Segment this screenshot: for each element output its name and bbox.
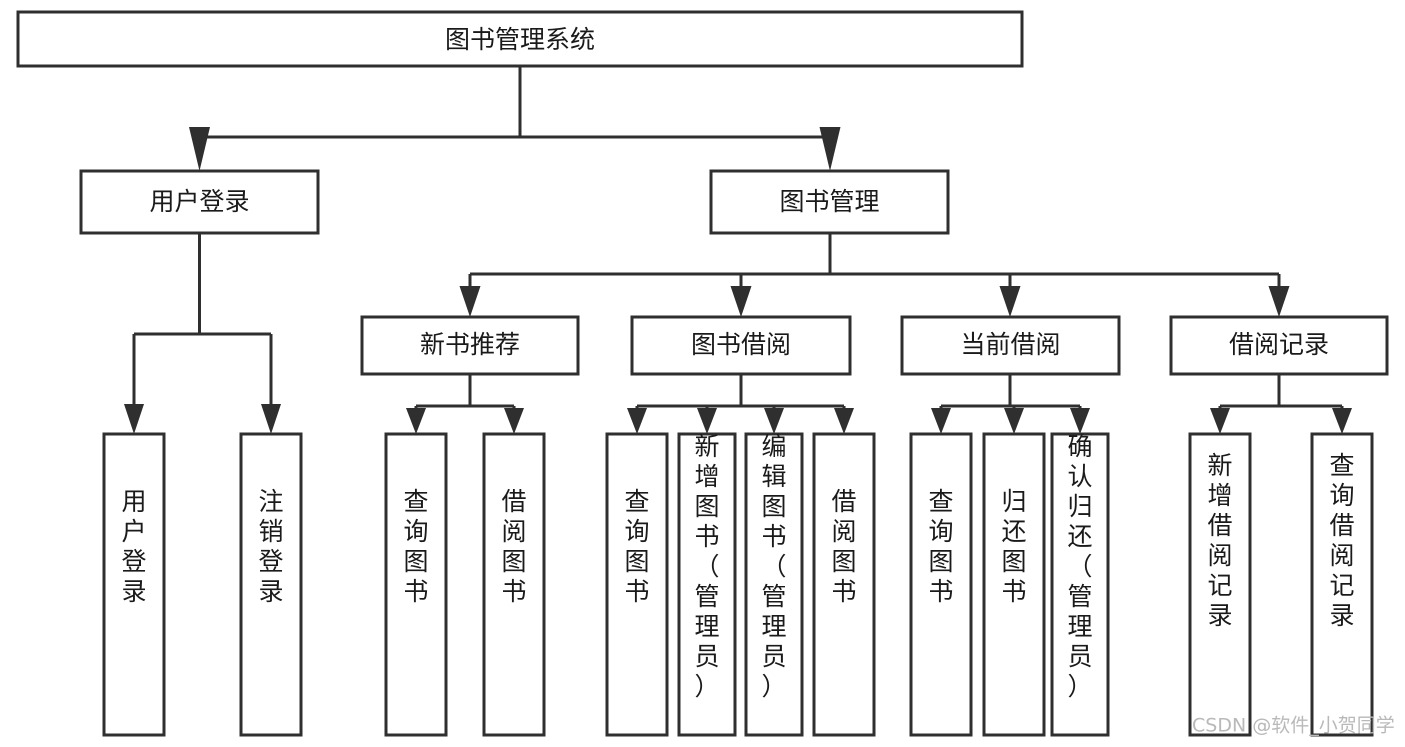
node-leaf-query-record-box[interactable]	[1310, 432, 1374, 737]
arrow-head-book-manage	[819, 127, 841, 171]
node-leaf-query-book-2-box[interactable]	[605, 432, 669, 737]
node-book-borrow-box[interactable]	[630, 315, 852, 376]
arrow-head-leaf-confirm-return	[1070, 408, 1090, 434]
arrow-head-leaf-return-book	[1004, 408, 1024, 434]
node-leaf-edit-book-box[interactable]	[744, 432, 804, 737]
node-user-login[interactable]: 用户登录	[79, 169, 320, 235]
arrow-head-leaf-borrow-book-2	[834, 408, 854, 434]
arrow-head-leaf-logout	[261, 404, 281, 434]
arrow-head-leaf-borrow-book-1	[504, 408, 524, 434]
arrow-head-leaf-user-login	[124, 404, 144, 434]
arrow-head-leaf-query-record	[1332, 408, 1352, 434]
node-leaf-add-record[interactable]: 新增借阅记录	[1188, 432, 1252, 737]
node-leaf-add-book-label: 新增图书（管理员）	[694, 432, 719, 701]
arrow-head-leaf-query-book-3	[931, 408, 951, 434]
node-leaf-query-book-3-label: 查询图书	[928, 487, 953, 606]
arrow-head-leaf-edit-book	[764, 408, 784, 434]
node-book-borrow-label: 图书借阅	[691, 330, 791, 359]
node-user-login-label: 用户登录	[149, 187, 249, 216]
node-borrow-record[interactable]: 借阅记录	[1169, 315, 1389, 376]
node-current-borrow-box[interactable]	[900, 315, 1121, 376]
node-leaf-query-book-1-label: 查询图书	[403, 487, 428, 606]
node-leaf-query-book-1[interactable]: 查询图书	[384, 432, 448, 737]
node-leaf-confirm-return-box[interactable]	[1050, 432, 1110, 737]
node-leaf-user-login-label: 用户登录	[121, 487, 146, 606]
node-book-manage-label: 图书管理	[779, 187, 879, 216]
node-leaf-borrow-book-1-box[interactable]	[482, 432, 546, 737]
node-leaf-query-book-3-box[interactable]	[909, 432, 973, 737]
node-borrow-record-label: 借阅记录	[1229, 330, 1329, 359]
node-leaf-confirm-return[interactable]: 确认归还（管理员）	[1050, 432, 1110, 737]
node-user-login-box[interactable]	[79, 169, 320, 235]
node-root-label: 图书管理系统	[445, 25, 595, 54]
node-leaf-edit-book-label: 编辑图书（管理员）	[761, 432, 786, 701]
node-leaf-confirm-return-label: 确认归还（管理员）	[1067, 432, 1092, 701]
node-leaf-query-book-1-box[interactable]	[384, 432, 448, 737]
arrow-layer	[124, 127, 1352, 434]
node-book-manage[interactable]: 图书管理	[709, 169, 950, 235]
node-new-book-rec-label: 新书推荐	[420, 330, 520, 359]
node-leaf-borrow-book-2[interactable]: 借阅图书	[812, 432, 876, 737]
node-leaf-query-book-3[interactable]: 查询图书	[909, 432, 973, 737]
node-book-borrow[interactable]: 图书借阅	[630, 315, 852, 376]
node-root-box[interactable]	[16, 10, 1024, 68]
arrow-head-user-login	[189, 127, 210, 171]
node-current-borrow-label: 当前借阅	[960, 330, 1060, 359]
node-leaf-user-login-box[interactable]	[102, 432, 166, 737]
node-book-manage-box[interactable]	[709, 169, 950, 235]
node-leaf-query-record-label: 查询借阅记录	[1329, 451, 1354, 630]
node-leaf-query-record[interactable]: 查询借阅记录	[1310, 432, 1374, 737]
node-leaf-user-login[interactable]: 用户登录	[102, 432, 166, 737]
node-current-borrow[interactable]: 当前借阅	[900, 315, 1121, 376]
node-leaf-query-book-2[interactable]: 查询图书	[605, 432, 669, 737]
arrow-head-leaf-query-book-1	[406, 408, 426, 434]
node-layer: 图书管理系统 用户登录 图书管理 新书推荐 图书借阅	[16, 10, 1389, 737]
arrow-head-newbook	[459, 286, 481, 317]
node-leaf-logout-box[interactable]	[239, 432, 303, 737]
arrow-head-leaf-query-book-2	[627, 408, 647, 434]
node-leaf-add-record-label: 新增借阅记录	[1207, 451, 1232, 630]
node-leaf-borrow-book-2-box[interactable]	[812, 432, 876, 737]
arrow-head-currentborrow	[999, 286, 1021, 317]
node-borrow-record-box[interactable]	[1169, 315, 1389, 376]
arrow-head-bookborrow	[730, 286, 752, 317]
node-leaf-return-book-box[interactable]	[982, 432, 1046, 737]
node-leaf-logout[interactable]: 注销登录	[239, 432, 303, 737]
node-leaf-borrow-book-2-label: 借阅图书	[831, 487, 856, 606]
node-leaf-borrow-book-1[interactable]: 借阅图书	[482, 432, 546, 737]
arrow-head-borrowrecord	[1268, 286, 1290, 317]
node-leaf-borrow-book-1-label: 借阅图书	[501, 487, 526, 606]
node-leaf-return-book[interactable]: 归还图书	[982, 432, 1046, 737]
arrow-head-leaf-add-record	[1210, 408, 1230, 434]
node-root[interactable]: 图书管理系统	[16, 10, 1024, 68]
node-leaf-add-record-box[interactable]	[1188, 432, 1252, 737]
arrow-head-leaf-add-book	[697, 408, 717, 434]
node-leaf-add-book[interactable]: 新增图书（管理员）	[677, 432, 737, 737]
node-leaf-edit-book[interactable]: 编辑图书（管理员）	[744, 432, 804, 737]
node-new-book-rec[interactable]: 新书推荐	[360, 315, 580, 376]
node-leaf-add-book-box[interactable]	[677, 432, 737, 737]
node-leaf-return-book-label: 归还图书	[1001, 487, 1026, 606]
csdn-watermark: CSDN @软件_小贺同学	[1192, 715, 1395, 737]
node-new-book-rec-box[interactable]	[360, 315, 580, 376]
node-leaf-logout-label: 注销登录	[258, 487, 283, 606]
node-leaf-query-book-2-label: 查询图书	[624, 487, 649, 606]
